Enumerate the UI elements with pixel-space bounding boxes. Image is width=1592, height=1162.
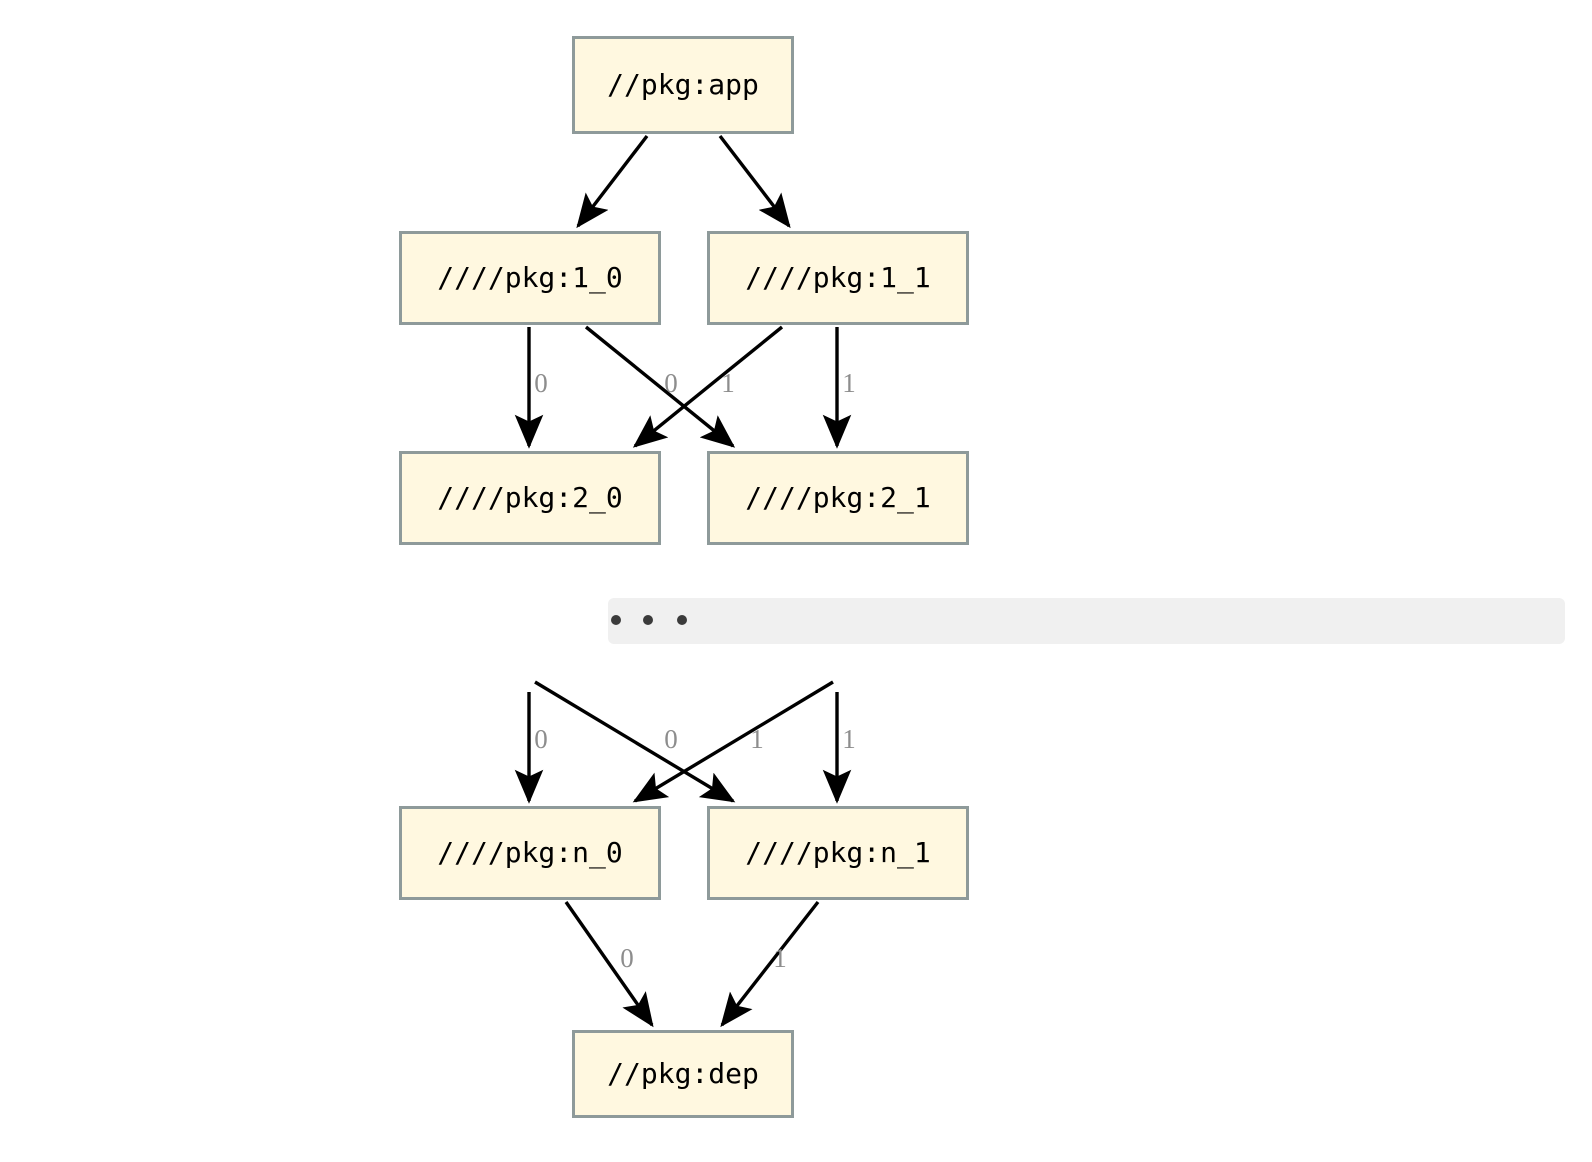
graph-node-l2_0[interactable]: ////pkg:2_0 — [399, 451, 661, 545]
edge-line — [576, 134, 649, 229]
edge-label: 1 — [842, 724, 856, 754]
graph-edge: 0 — [534, 680, 736, 803]
node-label: ////pkg:1_1 — [745, 261, 930, 295]
ellipsis-dot — [643, 615, 653, 625]
graph-node-l1_0[interactable]: ////pkg:1_0 — [399, 231, 661, 325]
graph-node-dep[interactable]: //pkg:dep — [572, 1030, 794, 1118]
node-box[interactable] — [399, 231, 661, 325]
graph-edge — [576, 134, 649, 229]
node-box[interactable] — [572, 1030, 794, 1118]
node-label: ////pkg:2_0 — [437, 481, 622, 515]
graph-edge: 1 — [632, 680, 834, 803]
ellipsis-band — [608, 598, 1565, 644]
node-label: ////pkg:n_1 — [745, 836, 930, 870]
node-label: //pkg:app — [607, 68, 759, 101]
graph-edge: 1 — [822, 692, 856, 804]
ellipsis-dot — [677, 615, 687, 625]
edge-line — [720, 900, 820, 1028]
edge-label: 1 — [750, 724, 764, 754]
node-label: ////pkg:1_0 — [437, 261, 622, 295]
graph-edges: 0 0 1 1 0 0 1 1 0 1 — [514, 134, 856, 1028]
node-box[interactable] — [572, 36, 794, 134]
ellipsis-dot — [611, 615, 621, 625]
graph-node-l2_1[interactable]: ////pkg:2_1 — [707, 451, 969, 545]
graph-edge: 1 — [632, 325, 784, 448]
node-box[interactable] — [707, 806, 969, 900]
edge-label: 0 — [664, 724, 678, 754]
graph-node-ln_1[interactable]: ////pkg:n_1 — [707, 806, 969, 900]
edge-label: 0 — [620, 943, 634, 973]
graph-edge: 1 — [822, 327, 856, 449]
node-box[interactable] — [707, 451, 969, 545]
edge-line — [564, 901, 654, 1028]
graph-node-ln_0[interactable]: ////pkg:n_0 — [399, 806, 661, 900]
edge-label: 1 — [773, 943, 787, 973]
edge-label: 1 — [721, 368, 735, 398]
graph-edge: 1 — [720, 900, 820, 1028]
ellipsis-separator — [608, 598, 1565, 644]
graph-node-app[interactable]: //pkg:app — [572, 36, 794, 134]
graph-edge: 0 — [564, 901, 654, 1028]
edge-line — [632, 325, 784, 448]
node-label: ////pkg:n_0 — [437, 836, 622, 870]
edge-label: 0 — [664, 368, 678, 398]
node-box[interactable] — [707, 231, 969, 325]
edge-line — [534, 680, 736, 803]
graph-edge: 0 — [514, 692, 548, 804]
graph-nodes: //pkg:app ////pkg:1_0 ////pkg:1_1 ////pkg:2… — [399, 36, 969, 1118]
graph-node-l1_1[interactable]: ////pkg:1_1 — [707, 231, 969, 325]
edge-line — [632, 680, 834, 803]
node-box[interactable] — [399, 806, 661, 900]
graph-edge: 0 — [514, 327, 548, 449]
graph-edge: 0 — [584, 325, 736, 448]
graph-edge — [718, 134, 791, 229]
edge-label: 1 — [842, 368, 856, 398]
node-label: ////pkg:2_1 — [745, 481, 930, 515]
edge-label: 0 — [534, 368, 548, 398]
node-label: //pkg:dep — [607, 1057, 759, 1090]
edge-line — [584, 325, 736, 448]
node-box[interactable] — [399, 451, 661, 545]
edge-line — [718, 134, 791, 229]
edge-label: 0 — [534, 724, 548, 754]
